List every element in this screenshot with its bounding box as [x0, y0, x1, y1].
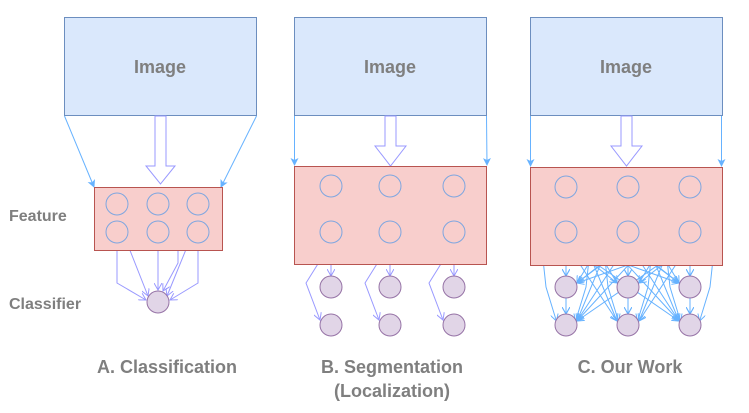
block-arrow — [144, 115, 177, 185]
row-label-classifier: Classifier — [9, 296, 81, 313]
feature-neuron — [616, 175, 640, 199]
feature-neuron — [105, 220, 129, 244]
classifier-neuron — [554, 275, 578, 299]
feature-neuron — [378, 220, 402, 244]
feature-neuron — [319, 220, 343, 244]
image-label: Image — [134, 57, 186, 77]
panel-our-work: Image C. Our Work — [526, 17, 726, 377]
feature-neuron — [146, 220, 170, 244]
classifier-neuron — [319, 275, 343, 299]
feature-neuron — [678, 175, 702, 199]
feature-box — [530, 167, 723, 266]
classifier-neuron — [442, 313, 466, 337]
classifier-neuron — [378, 275, 402, 299]
classifier-neuron — [616, 275, 640, 299]
block-arrow — [609, 115, 644, 167]
row-label-feature: Feature — [9, 208, 67, 225]
caption: C. Our Work — [578, 357, 684, 377]
feature-box — [94, 187, 223, 251]
feature-neuron — [186, 192, 210, 216]
classifier-neuron — [378, 313, 402, 337]
feature-box — [294, 166, 487, 265]
classifier-neuron — [678, 313, 702, 337]
image-box — [294, 17, 487, 116]
feature-neuron — [146, 192, 170, 216]
classifier-neuron — [554, 313, 578, 337]
panel-segmentation: Image B. Segmentation (Localization) — [290, 17, 491, 401]
feature-neuron — [105, 192, 129, 216]
classifier-neuron — [442, 275, 466, 299]
image-box — [530, 17, 723, 116]
feature-neuron — [442, 220, 466, 244]
panel-classification: Image A. Classification — [64, 17, 257, 377]
image-label: Image — [364, 57, 416, 77]
connection-edge — [170, 243, 199, 300]
caption-line-1: B. Segmentation — [321, 357, 463, 377]
feature-neuron — [378, 174, 402, 198]
feature-neuron — [678, 220, 702, 244]
image-label: Image — [600, 57, 652, 77]
feature-neuron — [319, 174, 343, 198]
nodes — [105, 192, 210, 314]
feature-neuron — [554, 175, 578, 199]
connection-edge — [116, 243, 146, 300]
caption-line-2: (Localization) — [334, 381, 450, 401]
classifier-neuron — [146, 290, 170, 314]
feature-neuron — [554, 220, 578, 244]
nodes — [554, 175, 702, 337]
side-arrow-left — [64, 115, 96, 188]
side-arrow-right — [482, 115, 491, 166]
side-arrow-right — [220, 115, 257, 188]
feature-neuron — [442, 174, 466, 198]
classifier-neuron — [678, 275, 702, 299]
feature-neuron — [616, 220, 640, 244]
block-arrow — [373, 115, 408, 167]
classifier-neuron — [319, 313, 343, 337]
nodes — [319, 174, 466, 337]
classifier-neuron — [616, 313, 640, 337]
feature-neuron — [186, 220, 210, 244]
caption: A. Classification — [97, 357, 237, 377]
